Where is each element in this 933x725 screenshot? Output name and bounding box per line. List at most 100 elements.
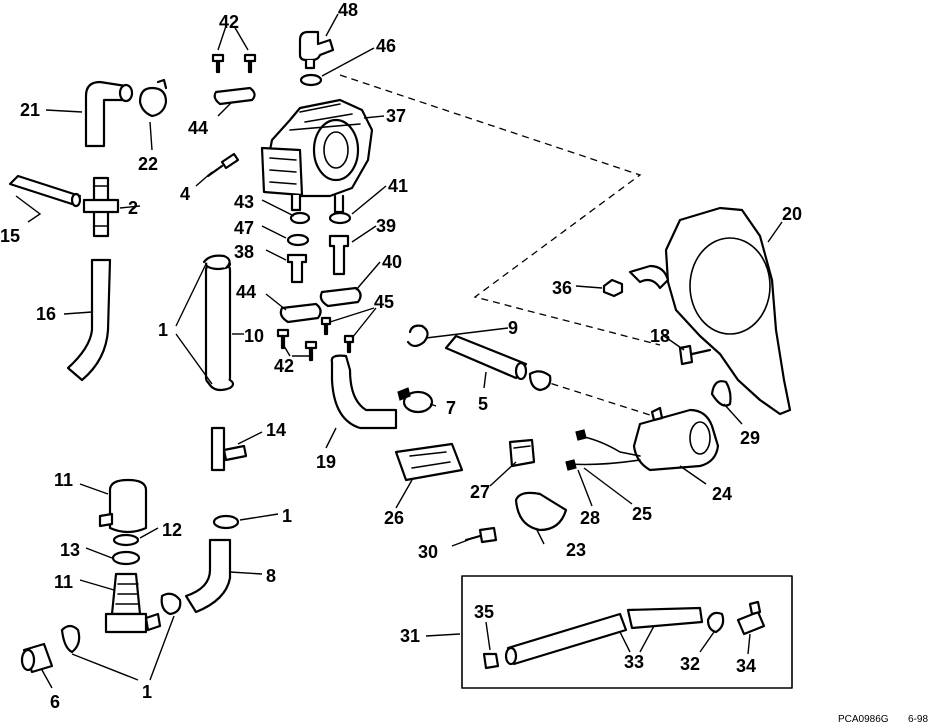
- callout-6: 6: [50, 692, 60, 712]
- callout-7: 7: [446, 398, 456, 418]
- part-27-connector: [508, 438, 536, 468]
- part-25-wire-lead: [569, 435, 641, 466]
- callout-38: 38: [234, 242, 254, 262]
- part-6-sleeve: [20, 642, 54, 674]
- callout-25: 25: [632, 504, 652, 524]
- part-42-screws-top: [211, 53, 257, 74]
- part-32-grommet: [706, 611, 725, 634]
- callout-11-upper: 11: [54, 470, 73, 490]
- callout-16: 16: [36, 304, 56, 324]
- callout-39: 39: [376, 216, 396, 236]
- part-1-clamp-filter-left: [60, 624, 81, 654]
- callout-34: 34: [736, 656, 756, 676]
- callout-48: 48: [338, 0, 358, 20]
- figure-code: PCA0986G: [838, 714, 889, 725]
- part-7-clamp: [397, 387, 434, 414]
- callout-9: 9: [508, 318, 518, 338]
- callout-24: 24: [712, 484, 732, 504]
- part-46-o-ring: [299, 73, 323, 87]
- callout-13: 13: [60, 540, 80, 560]
- part-19-hose: [330, 354, 398, 430]
- callout-1-bottom: 1: [142, 682, 152, 702]
- part-24-electric-pump: [632, 406, 720, 472]
- part-48-fitting: [298, 30, 335, 70]
- callout-29: 29: [740, 428, 760, 448]
- part-31-kit-box: [461, 575, 793, 689]
- part-47-o-ring: [286, 233, 310, 247]
- part-40-gasket: [319, 286, 362, 308]
- callout-labels: 48 42 46 37 21 44 22 4 2 15 43 41 47 39 …: [0, 0, 802, 712]
- callout-46: 46: [376, 36, 396, 56]
- callout-44-top: 44: [188, 118, 208, 138]
- part-15-hose: [8, 174, 82, 208]
- dashed-guides: [339, 74, 661, 416]
- callout-31: 31: [400, 626, 420, 646]
- callout-36: 36: [552, 278, 572, 298]
- part-14-fitting: [210, 426, 248, 472]
- callout-27: 27: [470, 482, 490, 502]
- part-11-filter-base: [104, 572, 162, 634]
- part-41-o-ring: [328, 211, 352, 225]
- callout-20: 20: [782, 204, 802, 224]
- callout-42-top: 42: [219, 12, 239, 32]
- part-4-screw: [206, 152, 240, 178]
- callout-47: 47: [234, 218, 254, 238]
- callout-37: 37: [386, 106, 406, 126]
- part-43-washer: [289, 211, 311, 225]
- callout-19: 19: [316, 452, 336, 472]
- part-18-screw: [678, 344, 712, 366]
- part-5-hose: [444, 334, 528, 381]
- part-8-hose: [184, 538, 232, 614]
- leader-lines: [15, 13, 783, 689]
- callout-5: 5: [478, 394, 488, 414]
- part-16-hose: [66, 258, 112, 382]
- part-36-nut: [602, 278, 624, 298]
- figure-date: 6-98: [908, 714, 928, 725]
- part-10-hose: [202, 254, 235, 392]
- part-30-screw: [464, 526, 498, 544]
- part-42-screws-lower: [276, 328, 318, 362]
- part-28-nut: [565, 459, 577, 471]
- callout-43: 43: [234, 192, 254, 212]
- part-44-gasket-top: [213, 86, 256, 106]
- callout-1-mid: 1: [282, 506, 292, 526]
- part-9-clamp-upper: [406, 324, 429, 348]
- part-35-clip: [482, 652, 500, 670]
- callout-26: 26: [384, 508, 404, 528]
- callout-42-lower: 42: [274, 356, 294, 376]
- part-9-clamp-lower: [528, 370, 552, 392]
- callout-28: 28: [580, 508, 600, 528]
- part-1-clamp-filter-right: [160, 592, 182, 616]
- callout-21: 21: [20, 100, 40, 120]
- part-2-tee-fitting: [82, 176, 120, 238]
- callout-30: 30: [418, 542, 438, 562]
- callout-10: 10: [244, 326, 264, 346]
- callout-32: 32: [680, 654, 700, 674]
- part-13-o-ring: [111, 550, 141, 566]
- callout-15: 15: [0, 226, 20, 246]
- part-37-fuel-pump: [260, 98, 374, 214]
- callout-8: 8: [266, 566, 276, 586]
- callout-4: 4: [180, 184, 190, 204]
- callout-2: 2: [128, 198, 138, 218]
- callout-45: 45: [374, 292, 394, 312]
- part-39-check-valve: [328, 234, 350, 276]
- part-20-bracket-plate: [628, 206, 792, 416]
- part-45-screws: [320, 316, 355, 354]
- part-25-terminal: [575, 429, 587, 441]
- part-44-gasket-lower: [279, 302, 322, 324]
- callout-35: 35: [474, 602, 494, 622]
- part-12-o-ring: [112, 533, 140, 547]
- part-21-elbow-hose: [84, 80, 134, 148]
- callout-12: 12: [162, 520, 182, 540]
- callout-18: 18: [650, 326, 670, 346]
- callout-33: 33: [624, 652, 644, 672]
- callout-1-left: 1: [158, 320, 168, 340]
- part-23-gasket: [514, 491, 568, 532]
- callout-11-lower: 11: [54, 572, 73, 592]
- callout-41: 41: [388, 176, 408, 196]
- part-26-connector: [394, 442, 464, 482]
- part-33-hoses: [504, 606, 704, 666]
- part-34-fitting: [736, 600, 766, 636]
